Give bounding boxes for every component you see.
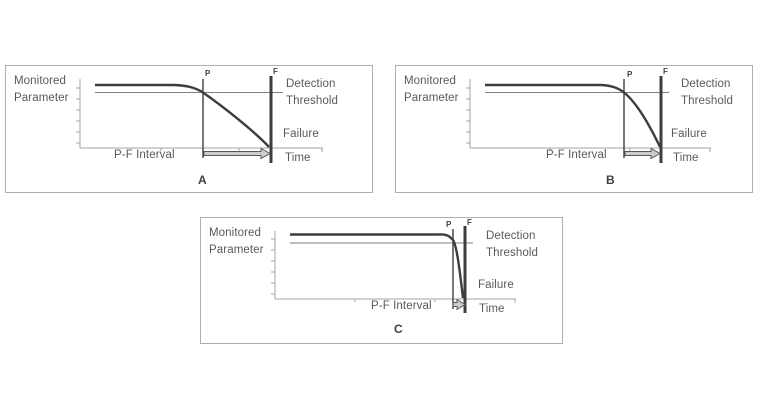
panel-a-plot [76, 76, 323, 163]
panel-b: Monitored Parameter Detection Threshold … [395, 65, 753, 193]
detection-label-line2: Threshold [286, 95, 339, 107]
x-axis-ticks [160, 148, 323, 152]
time-label: Time [479, 303, 505, 315]
point-f-label: F [663, 67, 668, 76]
point-f-label: F [273, 67, 278, 76]
monitored-label-line2: Parameter [14, 92, 69, 104]
monitored-label-line2: Parameter [209, 244, 264, 256]
monitored-label-line1: Monitored [209, 227, 262, 239]
pf-interval-arrow [203, 147, 272, 160]
x-axis-ticks [549, 148, 711, 152]
y-axis-ticks [76, 87, 80, 144]
panel-b-plot [466, 76, 711, 163]
pf-interval-arrow [452, 298, 466, 311]
point-p-label: P [446, 220, 452, 229]
x-axis-ticks [354, 299, 516, 303]
panel-letter: A [198, 173, 207, 187]
y-axis-ticks [466, 87, 470, 144]
monitored-parameter-curve [95, 83, 270, 148]
point-f-label: F [467, 218, 472, 227]
detection-label-line1: Detection [286, 78, 336, 90]
panel-letter: C [394, 322, 403, 336]
y-axis-ticks [271, 238, 275, 295]
panel-c: Monitored Parameter Detection Threshold … [200, 217, 563, 344]
pf-interval-label: P-F Interval [546, 149, 607, 161]
pf-interval-label: P-F Interval [114, 149, 175, 161]
time-label: Time [285, 152, 311, 164]
pf-interval-label: P-F Interval [371, 300, 432, 312]
panel-letter: B [606, 173, 615, 187]
failure-label: Failure [283, 128, 319, 140]
time-label: Time [673, 152, 699, 164]
detection-label-line1: Detection [486, 230, 536, 242]
detection-label-line2: Threshold [681, 95, 734, 107]
detection-label-line1: Detection [681, 78, 731, 90]
point-p-label: P [205, 69, 211, 78]
detection-label-line2: Threshold [486, 247, 539, 259]
pf-interval-arrow [624, 147, 662, 160]
panel-a: Monitored Parameter Detection Threshold … [5, 65, 373, 193]
panel-c-plot [271, 226, 516, 313]
monitored-label-line2: Parameter [404, 92, 459, 104]
failure-label: Failure [478, 279, 514, 291]
monitored-parameter-curve [290, 233, 465, 299]
monitored-label-line1: Monitored [14, 75, 67, 87]
monitored-parameter-curve [485, 83, 662, 148]
failure-label: Failure [671, 128, 707, 140]
monitored-label-line1: Monitored [404, 75, 457, 87]
point-p-label: P [627, 70, 633, 79]
